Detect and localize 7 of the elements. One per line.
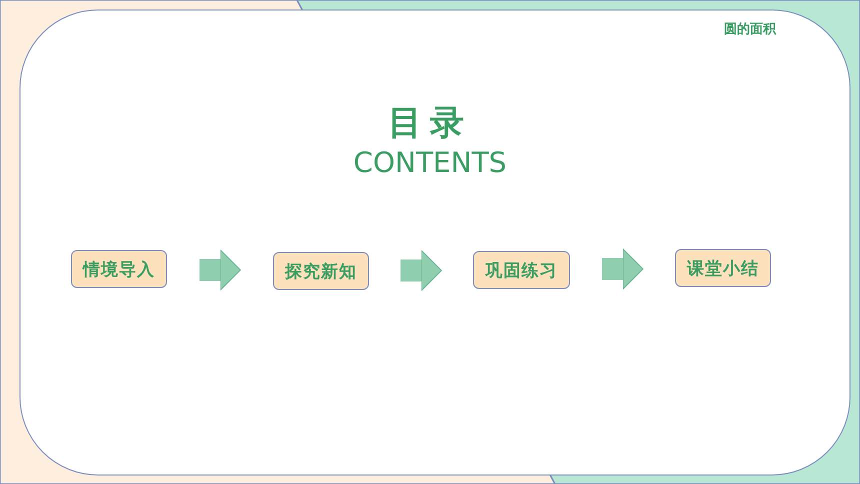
title: 目录 [387,102,473,145]
header-label: 圆的面积 [723,21,778,38]
subtitle: CONTENTS [352,146,508,179]
topic-box: 情境导入 [71,250,167,288]
topic-box: 课堂小结 [675,249,771,287]
topic-box: 探究新知 [273,252,369,290]
topic-box: 巩固练习 [473,251,570,289]
